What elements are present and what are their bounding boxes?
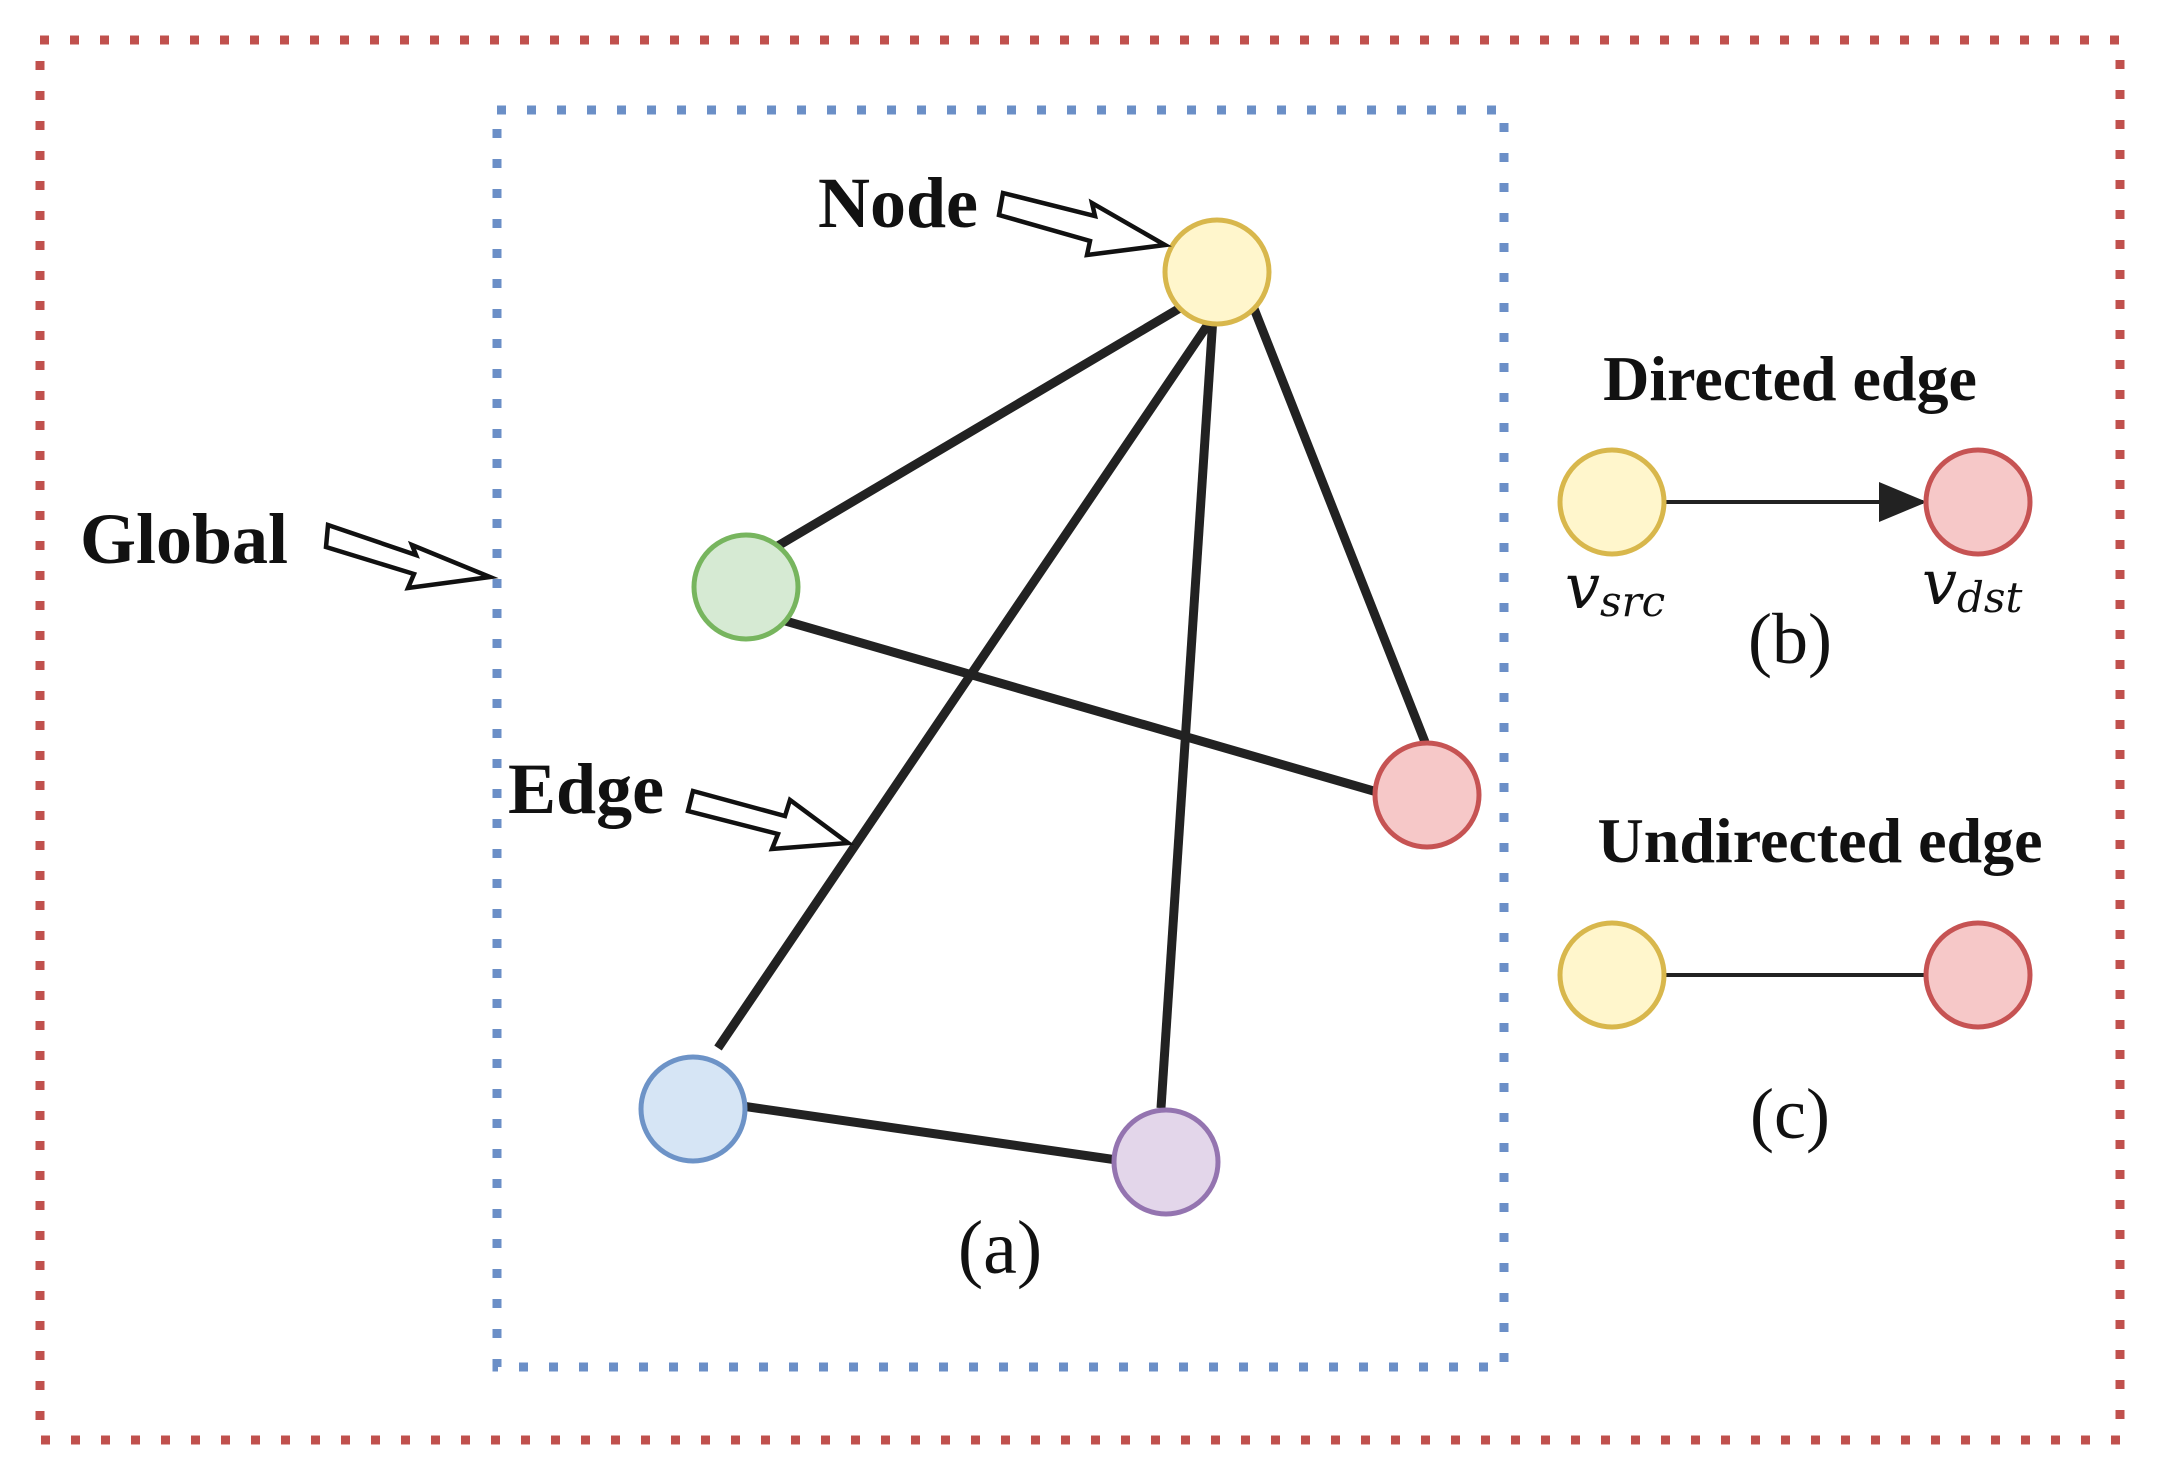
global-border	[35, 35, 2125, 1445]
undirected-node-right	[1923, 920, 2033, 1030]
panel-c-label: (c)	[1750, 1074, 1830, 1154]
node-blue	[638, 1054, 748, 1164]
node-purple	[1111, 1107, 1221, 1217]
v-src-label: vsrc	[1565, 550, 1665, 626]
undirected-node-left	[1557, 920, 1667, 1030]
edge-yellow-green	[773, 304, 1183, 551]
directed-edge-title: Directed edge	[1603, 343, 1977, 414]
edge-green-red	[780, 615, 1379, 797]
edge-yellow-purple	[1156, 316, 1218, 1109]
directed-destination-node	[1923, 447, 2033, 557]
edge-yellow-blue	[714, 314, 1217, 1051]
node-pointer-arrow	[996, 190, 1172, 258]
node-green	[691, 532, 801, 642]
node-yellow	[1162, 217, 1272, 327]
global-label: Global	[80, 499, 288, 579]
edge-pointer-arrow	[685, 788, 855, 852]
node-label: Node	[818, 163, 978, 243]
panel-b-label: (b)	[1748, 599, 1832, 679]
node-red	[1372, 740, 1482, 850]
v-dst-label: vdst	[1922, 546, 2022, 622]
panel-a-label: (a)	[958, 1206, 1042, 1290]
edge-yellow-red	[1248, 304, 1430, 744]
undirected-edge-title: Undirected edge	[1598, 805, 2043, 876]
edge-blue-purple	[741, 1101, 1118, 1165]
graph-border	[492, 105, 1509, 1372]
global-pointer-arrow	[323, 521, 499, 591]
directed-source-node	[1557, 447, 1667, 557]
edge-label: Edge	[508, 749, 664, 829]
